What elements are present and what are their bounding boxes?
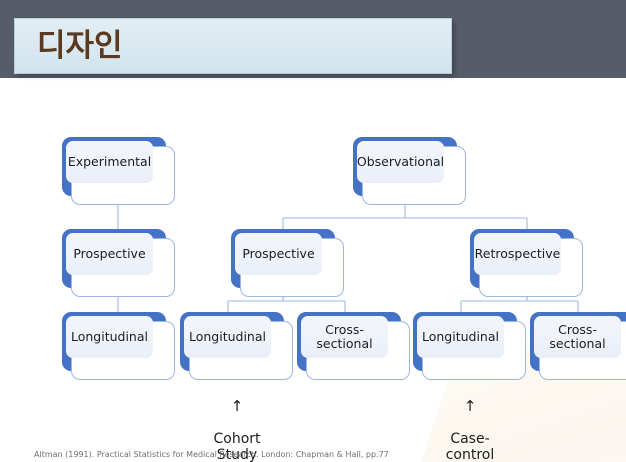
node-prospective-cross-sectional[interactable]: Cross- sectional — [297, 312, 410, 380]
node-experimental[interactable]: Experimental — [62, 137, 175, 205]
node-observational-prospective[interactable]: Prospective — [231, 229, 344, 297]
node-inner-fill: Cross- sectional — [534, 316, 621, 358]
annotation-cohort-text: Cohort Study — [213, 430, 261, 462]
node-label: Prospective — [73, 246, 146, 261]
node-prospective-longitudinal[interactable]: Longitudinal — [180, 312, 293, 380]
node-label: Experimental — [67, 154, 152, 169]
node-inner-fill: Observational — [357, 141, 444, 183]
up-arrow-icon: ↑ — [463, 396, 477, 415]
annotation-cohort-study: ↑ Cohort Study — [185, 382, 289, 462]
node-label: Longitudinal — [421, 329, 499, 344]
node-experimental-prospective[interactable]: Prospective — [62, 229, 175, 297]
source-citation: Altman (1991). Practical Statistics for … — [34, 450, 389, 459]
node-inner-fill: Longitudinal — [184, 316, 271, 358]
node-label: Cross- sectional — [549, 322, 606, 351]
node-inner-fill: Longitudinal — [417, 316, 504, 358]
node-inner-fill: Prospective — [235, 233, 322, 275]
node-observational[interactable]: Observational — [353, 137, 466, 205]
node-retrospective-cross-sectional[interactable]: Cross- sectional — [530, 312, 626, 380]
node-label: Prospective — [242, 246, 315, 261]
node-retrospective-longitudinal[interactable]: Longitudinal — [413, 312, 526, 380]
node-inner-fill: Cross- sectional — [301, 316, 388, 358]
annotation-case-control-study: ↑ Case- control Study — [418, 382, 522, 462]
node-label: Longitudinal — [188, 329, 266, 344]
node-observational-retrospective[interactable]: Retrospective — [470, 229, 583, 297]
node-label: Observational — [356, 154, 445, 169]
node-experimental-longitudinal[interactable]: Longitudinal — [62, 312, 175, 380]
node-label: Retrospective — [474, 246, 561, 261]
node-label: Cross- sectional — [316, 322, 373, 351]
node-label: Longitudinal — [70, 329, 148, 344]
annotation-case-control-text: Case- control Study — [445, 430, 495, 462]
title-plate: 디자인 — [14, 18, 452, 74]
page-title: 디자인 — [37, 27, 123, 64]
up-arrow-icon: ↑ — [230, 396, 244, 415]
node-inner-fill: Retrospective — [474, 233, 561, 275]
node-inner-fill: Longitudinal — [66, 316, 153, 358]
node-inner-fill: Experimental — [66, 141, 153, 183]
node-inner-fill: Prospective — [66, 233, 153, 275]
